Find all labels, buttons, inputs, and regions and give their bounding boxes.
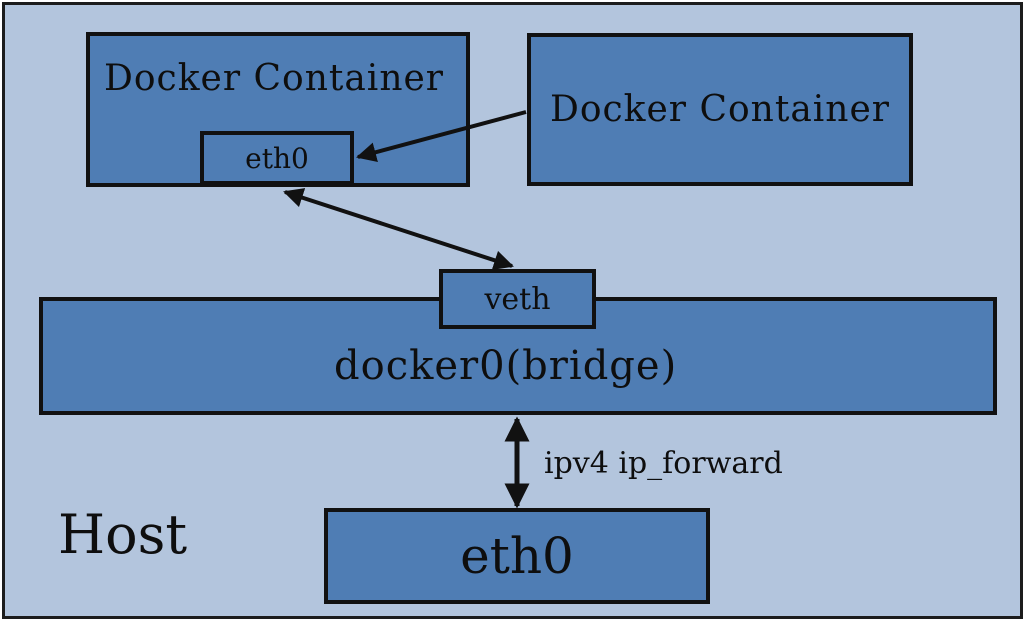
veth-label: veth (484, 281, 551, 317)
host-eth0-label: eth0 (460, 527, 574, 585)
host-label: Host (58, 503, 188, 566)
docker-container-left-title: Docker Container (104, 58, 445, 99)
ip-forward-label: ipv4 ip_forward (544, 446, 783, 481)
container-eth0-label: eth0 (245, 141, 309, 175)
docker-container-right-title: Docker Container (549, 89, 891, 130)
veth-interface: veth (439, 269, 596, 329)
docker-container-right: Docker Container (527, 33, 913, 186)
container-eth0-interface: eth0 (200, 131, 354, 185)
host-eth0-interface: eth0 (324, 508, 710, 604)
docker0-bridge-title: docker0(bridge) (334, 343, 678, 389)
